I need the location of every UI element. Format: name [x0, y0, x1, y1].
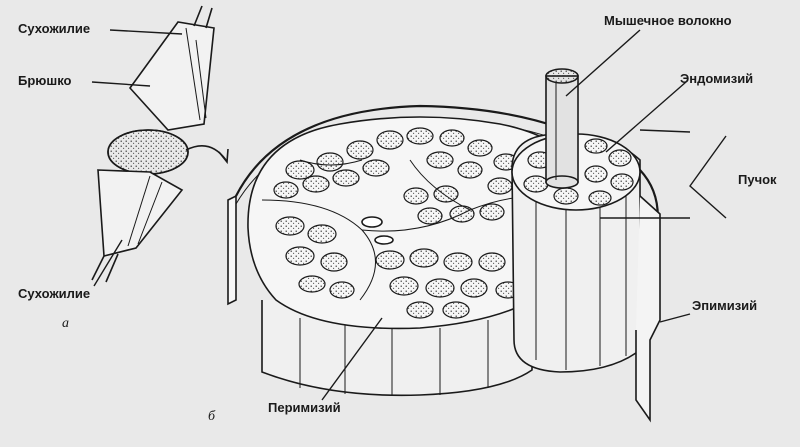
- whole-muscle-drawing: [91, 5, 215, 283]
- leader-lines: [91, 29, 727, 401]
- label-muscle-fiber: Мышечное волокно: [604, 13, 732, 28]
- cross-section-block: [227, 68, 661, 423]
- epimysium-sheet: [227, 194, 237, 306]
- muscle-fibers: [273, 127, 543, 319]
- panel-label-a: а: [62, 316, 69, 331]
- label-tendon-top: Сухожилие: [18, 21, 91, 36]
- label-bundle: Пучок: [738, 172, 777, 187]
- label-tendon-bottom: Сухожилие: [18, 286, 91, 301]
- label-epimysium: Эпимизий: [692, 298, 758, 313]
- panel-label-b: б: [208, 409, 216, 424]
- label-muscle-belly: Брюшко: [18, 73, 72, 88]
- muscle-belly-bottom: [97, 169, 184, 258]
- label-endomysium: Эндомизий: [680, 71, 754, 86]
- muscle-belly-top: [128, 21, 215, 131]
- muscle-fiber-rod: [545, 75, 579, 183]
- label-perimysium: Перимизий: [268, 400, 341, 415]
